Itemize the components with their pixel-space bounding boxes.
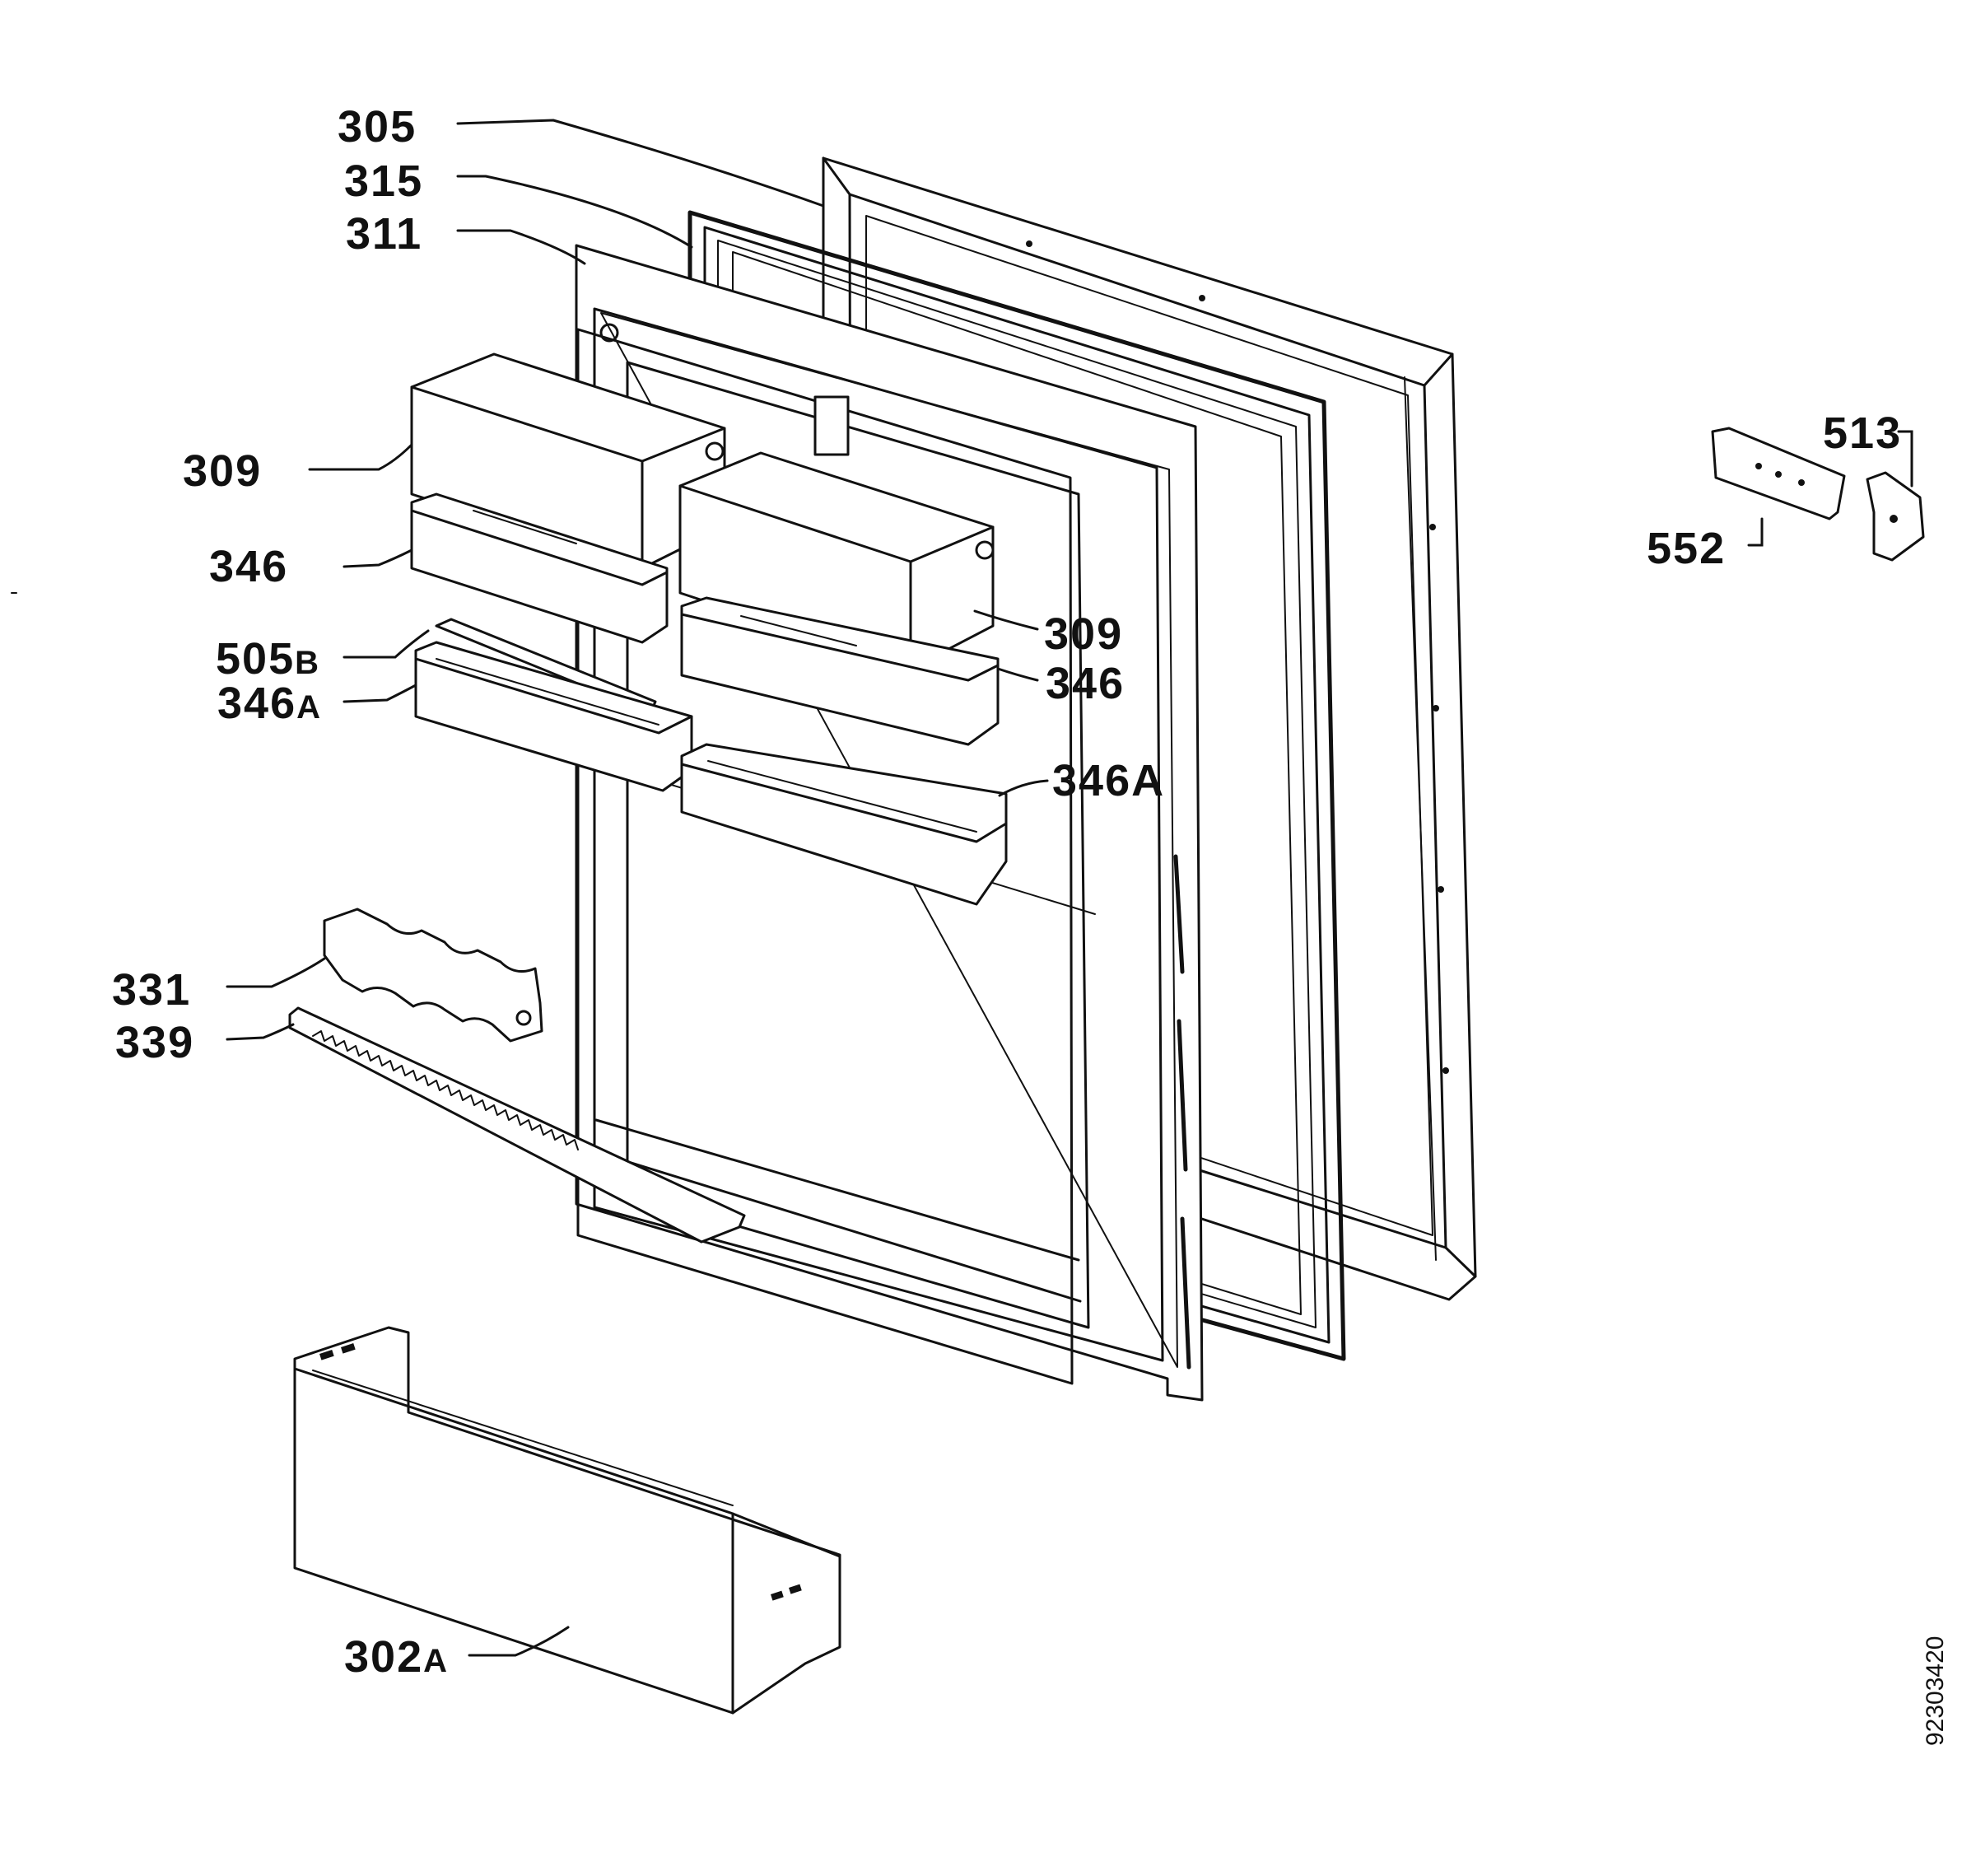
callout-346-left: 346 xyxy=(209,542,288,591)
callout-513: 513 xyxy=(1823,408,1902,458)
leader-346a-left xyxy=(343,684,417,703)
callout-346a-right: 346A xyxy=(1052,756,1165,805)
callout-339: 339 xyxy=(115,1018,194,1067)
callout-505b-number: 505 xyxy=(216,634,295,684)
callout-346a-left-suffix: A xyxy=(296,689,322,726)
leader-346a-right xyxy=(998,779,1049,797)
leader-315 xyxy=(456,175,693,249)
callout-305: 305 xyxy=(338,102,417,152)
callout-331: 331 xyxy=(112,965,191,1015)
leader-513 xyxy=(1897,430,1913,488)
leader-505b xyxy=(343,629,430,659)
hinge-bracket xyxy=(1866,471,1925,562)
callout-309-right: 309 xyxy=(1044,609,1123,659)
callout-311: 311 xyxy=(346,209,422,259)
callout-346a-left-number: 346 xyxy=(217,679,296,728)
leader-339 xyxy=(226,1023,295,1041)
callout-302a-suffix: A xyxy=(423,1643,449,1679)
leader-302a xyxy=(468,1626,570,1657)
leader-lines xyxy=(226,119,1913,1657)
leader-305 xyxy=(456,119,825,208)
callout-505b-suffix: B xyxy=(295,645,320,681)
callout-505b: 505B xyxy=(216,634,320,684)
leader-309-right xyxy=(973,609,1039,631)
callout-315: 315 xyxy=(344,156,423,206)
callout-346a-left: 346A xyxy=(217,679,322,728)
leader-311 xyxy=(456,229,586,265)
callout-552: 552 xyxy=(1647,524,1726,573)
leader-309-left xyxy=(308,443,413,471)
bottle-shelf xyxy=(293,1326,841,1715)
compartment-tray-left xyxy=(410,492,669,644)
callout-labels: 305 315 311 309 346 505B 346A 309 346 34… xyxy=(112,102,1902,1682)
callout-346-right: 346 xyxy=(1046,659,1125,708)
leader-552 xyxy=(1747,517,1764,547)
leader-346-right xyxy=(996,667,1039,682)
leader-331 xyxy=(226,957,326,988)
bottle-retainer-strip xyxy=(288,1006,746,1244)
door-shelf-right xyxy=(680,743,1008,906)
callout-302a: 302A xyxy=(344,1632,449,1682)
hinge-cover xyxy=(1711,427,1846,520)
bottle-holder xyxy=(323,908,543,1043)
callout-309-left: 309 xyxy=(183,446,262,496)
compartment-tray-right xyxy=(680,596,1000,746)
callout-302a-number: 302 xyxy=(344,1632,423,1682)
document-number: 92303420 xyxy=(1922,1636,1949,1746)
leader-346-left xyxy=(343,548,413,568)
